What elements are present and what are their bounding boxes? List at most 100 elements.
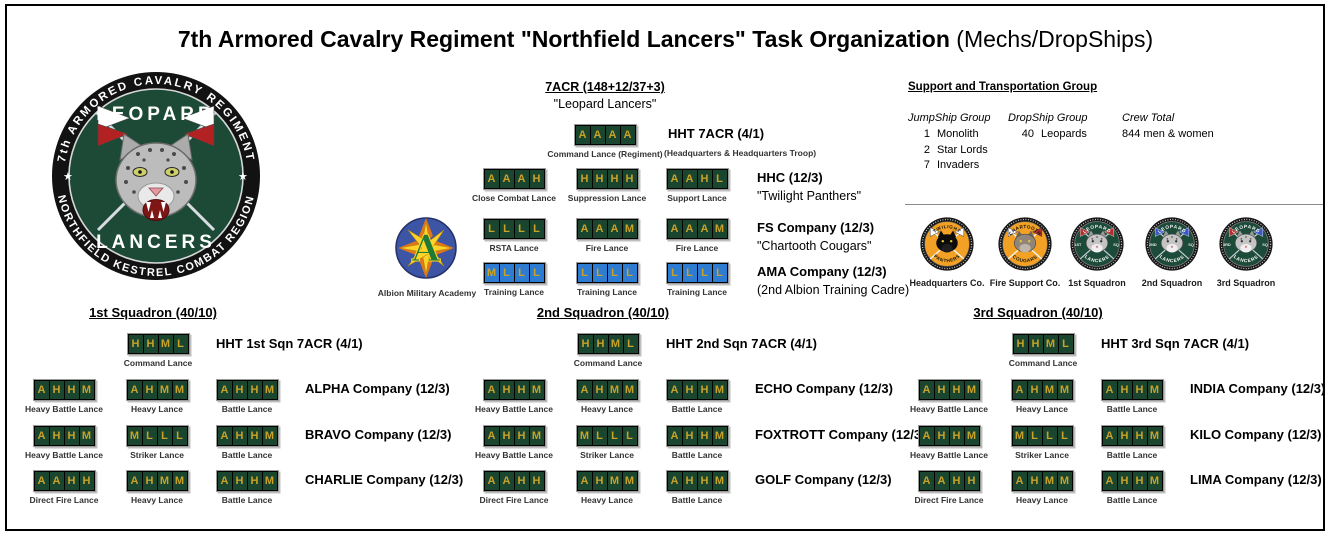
dropship-header: DropShip Group: [1008, 112, 1088, 124]
headquarters-co-badge: TWILIGHT PANTHERS: [920, 217, 974, 271]
unit-badge: LEOPARD LANCERS 3RD SQ 3rd Squadron: [1201, 216, 1291, 288]
pennant-flag: [1154, 227, 1166, 237]
lance-cell: L: [622, 427, 637, 445]
lance-cell: M: [1043, 335, 1058, 353]
lance-caption: Command Lance: [1008, 358, 1078, 368]
squadron-heading: 2nd Squadron (40/10): [536, 305, 670, 320]
badge-caption: Headquarters Co.: [909, 278, 985, 288]
lance-cell: M: [608, 335, 623, 353]
lance-cell: A: [667, 427, 682, 445]
lance-cell: L: [607, 427, 622, 445]
lance-cell: H: [1117, 381, 1132, 399]
pennant-flag: [1079, 227, 1091, 237]
lance-caption: Heavy Battle Lance: [475, 404, 553, 414]
lance-cell: L: [607, 264, 622, 282]
badge-bottom-text: LANCERS: [1159, 254, 1185, 263]
badge-left-text: 3RD: [1223, 242, 1231, 247]
lance-cell: A: [575, 126, 590, 144]
lance-cell: L: [1057, 427, 1072, 445]
squadron-heading: 3rd Squadron (40/10): [973, 305, 1103, 320]
lance-cell: A: [127, 381, 142, 399]
lance-cell: H: [592, 381, 607, 399]
svg-text:A: A: [411, 228, 441, 270]
company-label: ECHO Company (12/3): [755, 381, 893, 396]
lance-cell: M: [1057, 381, 1072, 399]
badge-bottom-text: PANTHERS: [933, 253, 961, 263]
pennant-flag: [1228, 227, 1240, 237]
lance-cell: M: [712, 472, 727, 490]
lance-cell: A: [667, 472, 682, 490]
lance-caption: Command Lance: [123, 358, 193, 368]
lance-cell: H: [143, 335, 158, 353]
lance-cell: H: [49, 381, 64, 399]
lance-cell: A: [499, 170, 514, 188]
lance-cell: M: [712, 381, 727, 399]
third-squadron-badge: LEOPARD LANCERS 3RD SQ: [1219, 217, 1273, 271]
lance-cell: H: [64, 427, 79, 445]
lance-caption: Support Lance: [667, 193, 727, 203]
lance-cell: H: [49, 427, 64, 445]
lance-cell: L: [157, 427, 172, 445]
company-label: HHC (12/3): [757, 170, 823, 185]
lance-cell: L: [1027, 427, 1042, 445]
lance-cell: M: [529, 381, 544, 399]
lance-cell: L: [484, 220, 499, 238]
lance-cell: H: [247, 472, 262, 490]
lance-cell: M: [1147, 427, 1162, 445]
lance-cell: M: [964, 381, 979, 399]
lance-caption: Fire Lance: [585, 243, 629, 253]
lance-cell: H: [514, 472, 529, 490]
lance-cell: H: [232, 427, 247, 445]
lance-cell: A: [667, 170, 682, 188]
lance-caption: Striker Lance: [580, 450, 634, 460]
lance-cell: M: [1057, 472, 1072, 490]
lance-cell: M: [712, 427, 727, 445]
crew-header: Crew Total: [1122, 112, 1175, 124]
lance-cell: L: [592, 427, 607, 445]
lance-caption: Direct Fire Lance: [914, 495, 984, 505]
badge-bottom-text: LANCERS: [1084, 254, 1110, 263]
lance-cell: M: [1147, 381, 1162, 399]
lance-caption: Striker Lance: [1015, 450, 1069, 460]
unit-badge: TWILIGHT PANTHERS Headquarters Co.: [902, 216, 992, 288]
lance-cell: A: [499, 472, 514, 490]
hht-label: HHT 1st Sqn 7ACR (4/1): [216, 336, 363, 351]
lance-caption: Battle Lance: [221, 450, 273, 460]
crew-total: 844 men & women: [1122, 128, 1214, 140]
lance-cell: A: [592, 220, 607, 238]
lance-caption: Heavy Lance: [131, 495, 183, 505]
lance-cell: H: [64, 381, 79, 399]
lance-cell: A: [217, 381, 232, 399]
lance-cell: H: [964, 472, 979, 490]
lance-cell: M: [127, 427, 142, 445]
svg-text:LANCERS: LANCERS: [1159, 254, 1186, 263]
title-suffix: (Mechs/DropShips): [949, 26, 1154, 52]
section-divider: [905, 204, 1323, 205]
lance-cell: M: [157, 381, 172, 399]
lance-cell: L: [623, 335, 638, 353]
lance-caption: RSTA Lance: [489, 243, 539, 253]
svg-text:LANCERS: LANCERS: [1084, 254, 1111, 263]
